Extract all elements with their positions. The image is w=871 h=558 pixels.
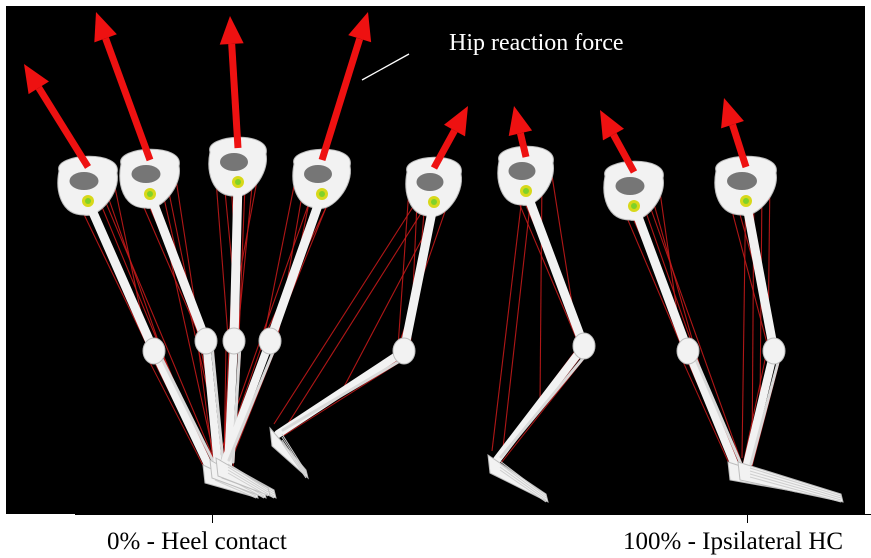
hip-reaction-force-label: Hip reaction force <box>449 30 624 57</box>
femur <box>150 194 206 341</box>
knee-joint <box>393 338 415 364</box>
muscle-line <box>284 180 442 430</box>
hip-joint-core <box>319 191 325 197</box>
force-arrow-head <box>94 12 117 42</box>
force-arrow-shaft <box>39 88 88 167</box>
ipsilateral-hc-label: 100% - Ipsilateral HC <box>623 528 843 556</box>
axis-tick-start <box>212 514 213 523</box>
knee-joint <box>677 338 699 364</box>
hip-force-arrow-2 <box>94 12 150 160</box>
pelvis-shadow <box>616 177 645 195</box>
hip-joint-core <box>743 198 749 204</box>
hip-joint-core <box>523 188 529 194</box>
force-arrow-head <box>220 16 244 45</box>
femur <box>88 201 154 351</box>
fibula <box>501 350 590 457</box>
pelvis-shadow <box>220 153 248 171</box>
gait-visualization: Hip reaction force <box>6 6 865 514</box>
femur <box>526 191 584 346</box>
pelvis-shadow <box>132 165 161 183</box>
force-arrow-shaft <box>232 44 238 148</box>
skeleton-scene <box>6 6 865 514</box>
hip-joint-core <box>631 203 637 209</box>
leg-pose-5 <box>270 157 461 478</box>
femur <box>234 182 238 341</box>
hip-joint-core <box>431 199 437 205</box>
femur <box>404 202 434 351</box>
muscle-line <box>680 355 732 470</box>
hip-joint-core <box>85 198 91 204</box>
hip-force-arrow-8 <box>721 98 746 167</box>
knee-joint <box>223 328 245 354</box>
force-arrow-head <box>509 106 532 136</box>
hip-force-arrow-4 <box>322 12 371 160</box>
force-arrow-head <box>721 98 744 128</box>
hip-joint-core <box>235 179 241 185</box>
force-arrow-shaft <box>106 38 150 160</box>
muscle-line <box>642 184 742 464</box>
hip-force-leader-line <box>362 54 409 80</box>
pelvis-shadow <box>304 165 332 183</box>
pelvis-shadow <box>70 172 99 190</box>
pelvis-shadow <box>417 173 444 191</box>
hip-force-arrow-5 <box>434 106 468 168</box>
fibula <box>694 355 741 464</box>
force-arrow-head <box>348 12 371 42</box>
toe-bone <box>500 470 546 502</box>
knee-joint <box>573 333 595 359</box>
knee-joint <box>763 338 785 364</box>
hip-force-arrow-1 <box>24 64 88 167</box>
pelvis-shadow <box>509 162 536 180</box>
hip-joint-core <box>147 191 153 197</box>
toe-bone <box>282 443 306 478</box>
fibula <box>283 355 410 430</box>
tibia <box>688 351 736 468</box>
hip-force-arrow-7 <box>600 110 634 172</box>
hip-force-arrow-3 <box>220 16 244 148</box>
toe-bone <box>750 474 841 500</box>
knee-joint <box>259 328 281 354</box>
pelvis-shadow <box>727 172 757 190</box>
gait-cycle-axis <box>75 514 871 515</box>
muscle-line <box>146 355 207 473</box>
toe-bone <box>500 467 546 500</box>
force-arrow-shaft <box>322 39 360 160</box>
muscle-line <box>540 175 542 404</box>
knee-joint <box>143 338 165 364</box>
muscle-line <box>492 163 526 451</box>
axis-tick-end <box>747 514 748 523</box>
knee-joint <box>195 328 217 354</box>
heel-contact-label: 0% - Heel contact <box>107 528 287 556</box>
